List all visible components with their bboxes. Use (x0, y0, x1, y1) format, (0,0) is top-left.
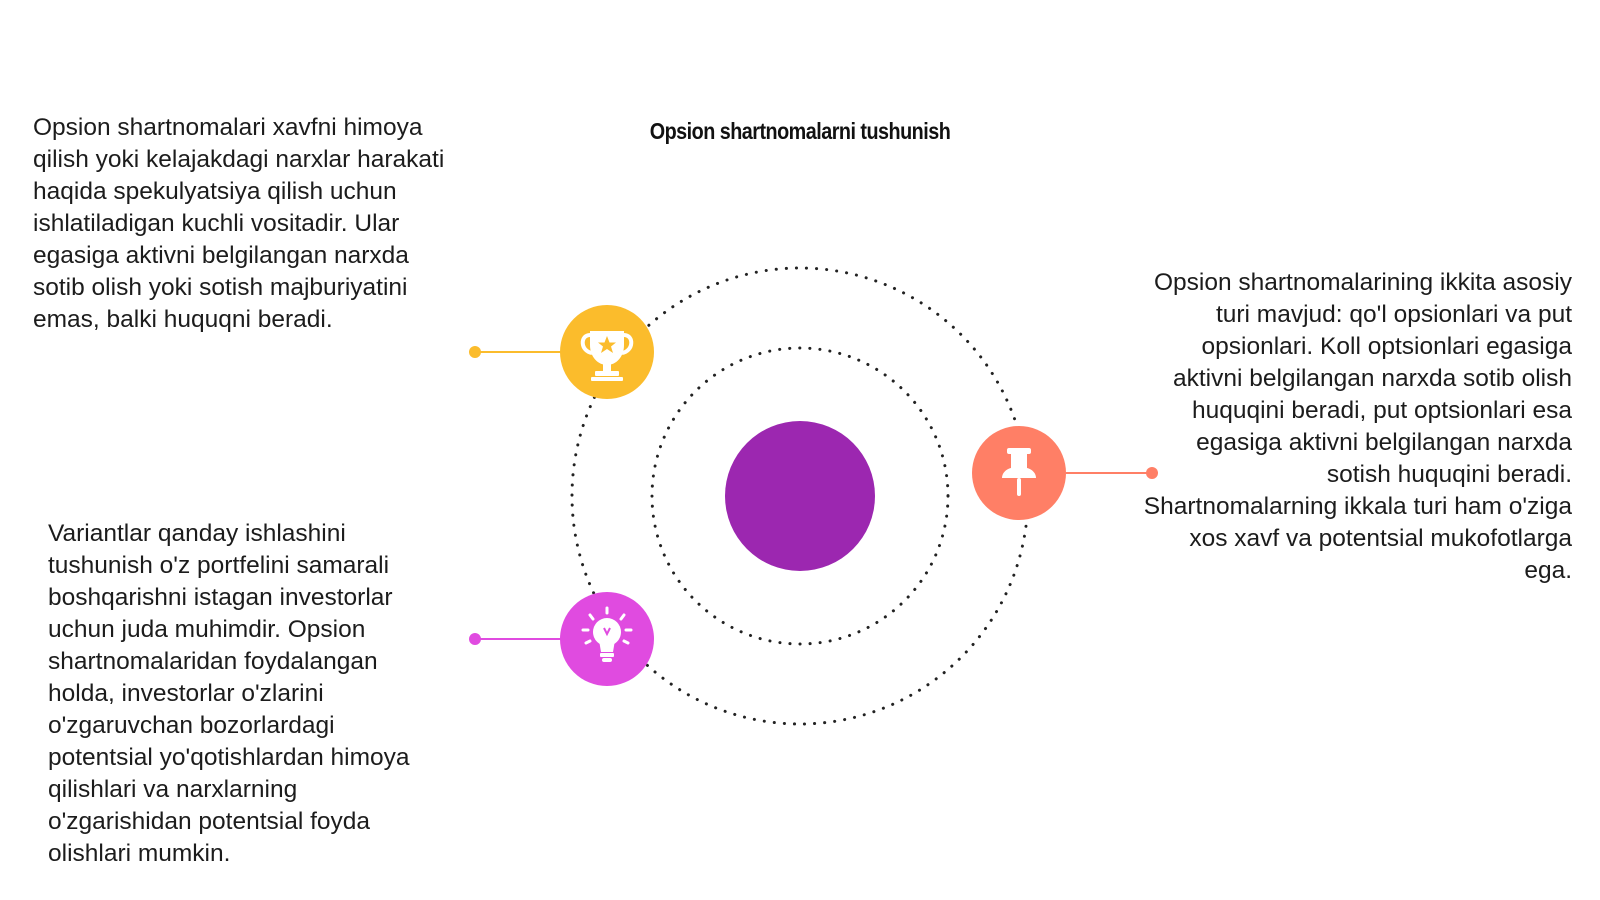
trophy-node (560, 305, 654, 399)
trophy-connector-dot (469, 346, 481, 358)
pushpin-icon (1002, 448, 1036, 496)
pushpin-connector-dot (1146, 467, 1158, 479)
page-title: Opsion shartnomalarni tushunish (649, 118, 951, 144)
trophy-text-block: Opsion shartnomalari xavfni himoya qilis… (33, 114, 445, 333)
pushpin-node (972, 426, 1066, 520)
center-circle (725, 421, 875, 571)
inner-orbit-ring (650, 346, 950, 646)
lightbulb-connector-dot (469, 633, 481, 645)
lightbulb-icon (581, 606, 633, 662)
lightbulb-node (560, 592, 654, 686)
pushpin-text-block: Opsion shartnomalarining ikkita asosiy t… (1143, 269, 1572, 584)
lightbulb-text-block: Variantlar qanday ishlashini tushunish o… (48, 520, 410, 867)
trophy-icon (580, 331, 634, 381)
